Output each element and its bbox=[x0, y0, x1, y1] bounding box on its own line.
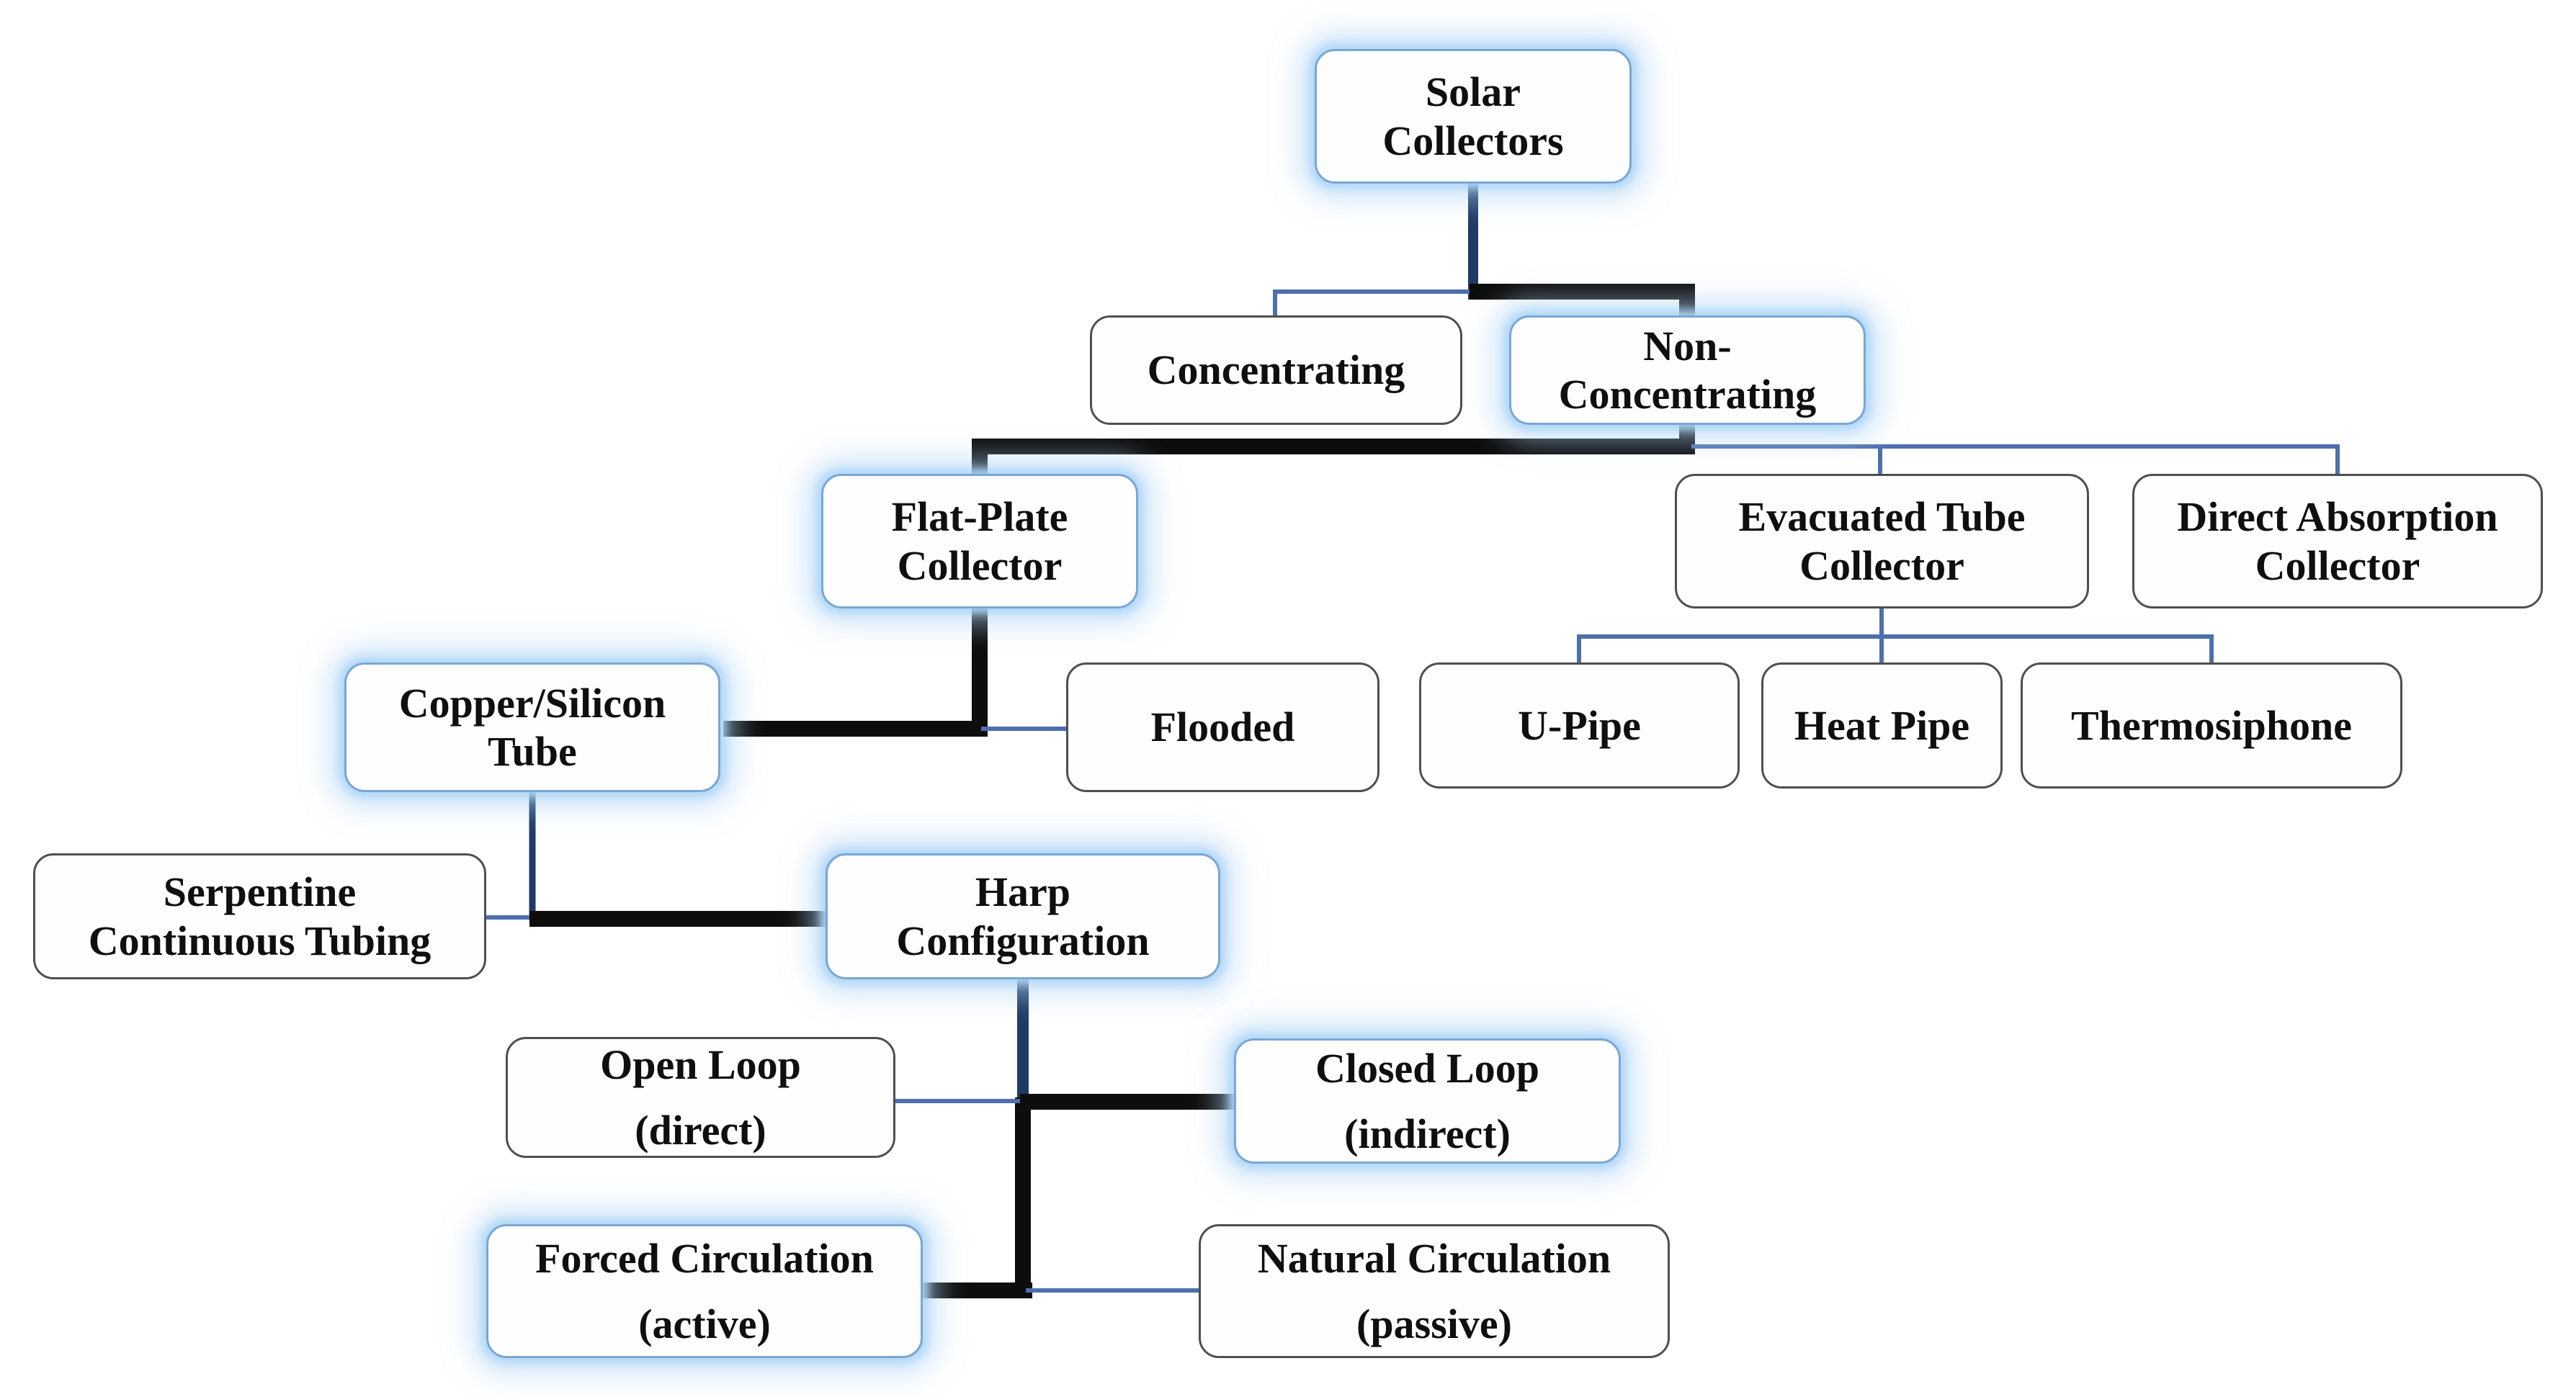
node-sublabel: (direct) bbox=[635, 1107, 766, 1154]
node-thermosiphone: Thermosiphone bbox=[2021, 662, 2402, 789]
node-serpentine-continuous-tubing: Serpentine Continuous Tubing bbox=[33, 853, 486, 979]
node-sublabel: (passive) bbox=[1356, 1301, 1512, 1347]
node-label: Flooded bbox=[1150, 704, 1295, 751]
node-copper-silicon-tube: Copper/Silicon Tube bbox=[344, 662, 720, 792]
node-label: Harp Configuration bbox=[896, 868, 1150, 964]
node-label: Forced Circulation bbox=[535, 1234, 874, 1282]
node-flooded: Flooded bbox=[1066, 662, 1379, 792]
node-label: Non- Concentrating bbox=[1558, 322, 1817, 418]
node-sublabel: (indirect) bbox=[1344, 1110, 1511, 1157]
node-label: Flat-Plate Collector bbox=[891, 493, 1068, 589]
node-label: Natural Circulation bbox=[1257, 1234, 1611, 1282]
node-sublabel: (active) bbox=[638, 1301, 771, 1347]
edge-solar-nonconcentrating bbox=[1470, 284, 1695, 318]
node-concentrating: Concentrating bbox=[1090, 315, 1462, 425]
node-non-concentrating: Non- Concentrating bbox=[1509, 315, 1866, 425]
node-solar-collectors: Solar Collectors bbox=[1315, 49, 1632, 184]
node-u-pipe: U-Pipe bbox=[1419, 662, 1740, 789]
edge-nonconcentrating-flatplate bbox=[972, 423, 1695, 475]
edge-nonconcentrating-evacuated-direct bbox=[1691, 444, 2340, 475]
node-open-loop-direct: Open Loop (direct) bbox=[506, 1037, 895, 1158]
edge-flatplate-copper bbox=[723, 607, 988, 737]
node-heat-pipe: Heat Pipe bbox=[1761, 662, 2003, 789]
node-label: Closed Loop bbox=[1315, 1044, 1539, 1092]
node-forced-circulation-active: Forced Circulation (active) bbox=[486, 1224, 923, 1358]
node-label: Thermosiphone bbox=[2071, 701, 2352, 749]
node-label: Concentrating bbox=[1147, 346, 1405, 394]
edge-evacuated-children bbox=[1577, 607, 2214, 662]
node-label: Copper/Silicon Tube bbox=[398, 679, 666, 775]
node-closed-loop-indirect: Closed Loop (indirect) bbox=[1234, 1038, 1621, 1164]
node-natural-circulation-passive: Natural Circulation (passive) bbox=[1199, 1224, 1670, 1358]
node-evacuated-tube-collector: Evacuated Tube Collector bbox=[1675, 474, 2089, 608]
node-flat-plate-collector: Flat-Plate Collector bbox=[821, 474, 1138, 608]
node-label: Open Loop bbox=[600, 1041, 801, 1088]
node-label: Evacuated Tube Collector bbox=[1738, 493, 2026, 589]
node-direct-absorption-collector: Direct Absorption Collector bbox=[2132, 474, 2543, 608]
node-label: Direct Absorption Collector bbox=[2177, 493, 2498, 589]
node-label: Serpentine Continuous Tubing bbox=[88, 868, 431, 964]
node-label: Heat Pipe bbox=[1794, 701, 1970, 749]
node-label: U-Pipe bbox=[1518, 701, 1641, 749]
node-label: Solar Collectors bbox=[1382, 68, 1564, 164]
node-harp-configuration: Harp Configuration bbox=[826, 853, 1220, 979]
edge-solar-concentrating bbox=[1273, 289, 1478, 318]
